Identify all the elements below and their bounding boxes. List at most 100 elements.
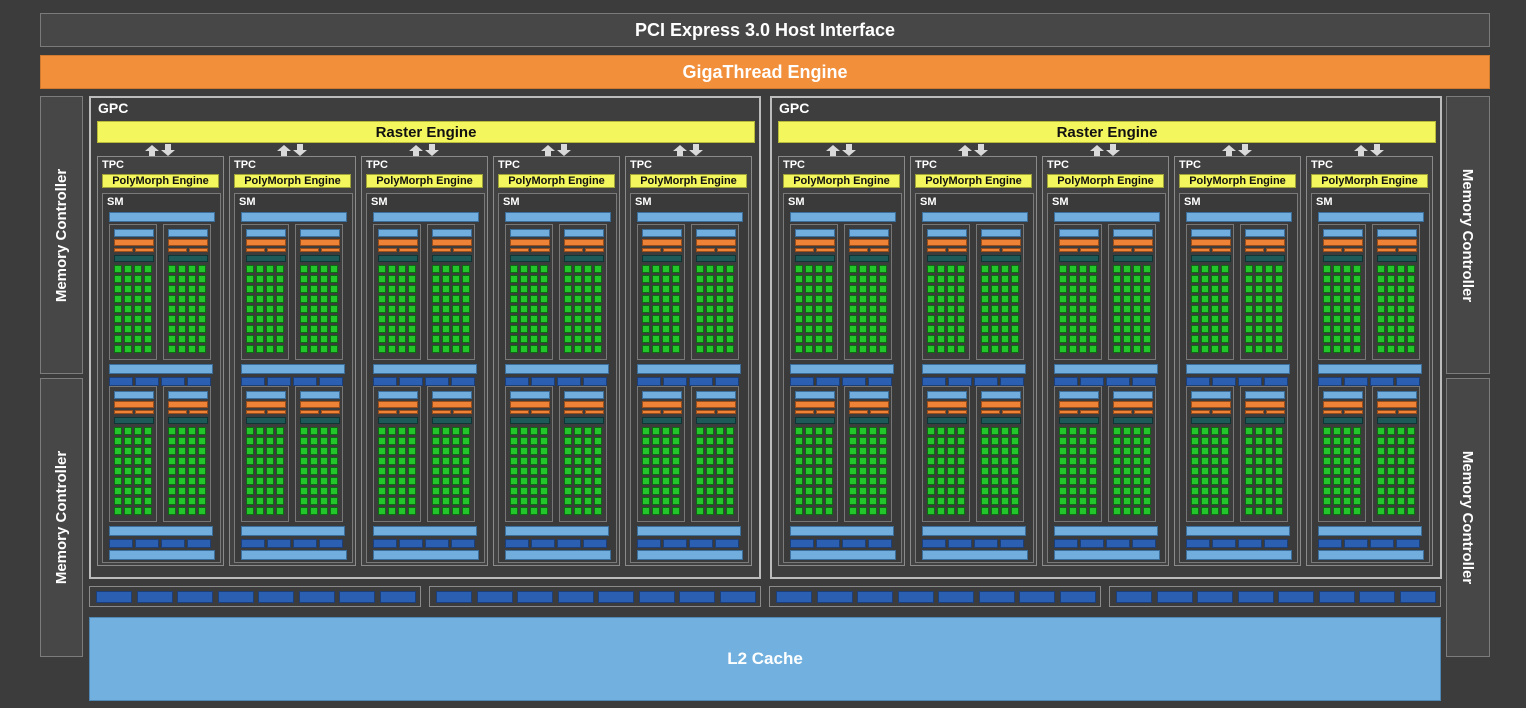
cuda-core [1407, 437, 1415, 445]
cuda-core [1255, 427, 1263, 435]
arrow-down-icon [974, 144, 988, 156]
cuda-core [432, 305, 440, 313]
cuda-core [124, 467, 132, 475]
cuda-core [1133, 507, 1141, 515]
cuda-core [642, 345, 650, 353]
cuda-core [1245, 497, 1253, 505]
cuda-core [178, 467, 186, 475]
cuda-core [981, 457, 989, 465]
cuda-core [530, 447, 538, 455]
cuda-core [246, 305, 254, 313]
cuda-core [706, 427, 714, 435]
special-function-unit [425, 539, 449, 548]
dispatch-unit-bar [1323, 410, 1342, 414]
cuda-core [1059, 477, 1067, 485]
cuda-core [991, 285, 999, 293]
cuda-core [198, 325, 206, 333]
cuda-core [981, 285, 989, 293]
cuda-core [594, 467, 602, 475]
warp-scheduler-bar [1113, 401, 1153, 408]
cuda-core [540, 437, 548, 445]
rop-unit [776, 591, 812, 603]
polymorph-engine: PolyMorph Engine [630, 174, 747, 188]
dispatch-unit-bar [1191, 248, 1210, 252]
cuda-core [795, 507, 803, 515]
cuda-core [991, 477, 999, 485]
cuda-core [1113, 427, 1121, 435]
cuda-core [849, 497, 857, 505]
cuda-core [672, 335, 680, 343]
cuda-core [246, 345, 254, 353]
cuda-core [1333, 275, 1341, 283]
cuda-core [1323, 265, 1331, 273]
special-function-unit [689, 377, 713, 386]
special-function-unit [109, 377, 133, 386]
cuda-core [266, 315, 274, 323]
cuda-core [1265, 487, 1273, 495]
cuda-core [330, 497, 338, 505]
cuda-core [1089, 457, 1097, 465]
cuda-core [246, 295, 254, 303]
cuda-core [520, 295, 528, 303]
instruction-cache-bar [927, 391, 967, 399]
cuda-core [1265, 427, 1273, 435]
cuda-core [266, 335, 274, 343]
compute-block-bottom [503, 386, 613, 562]
cuda-core [452, 437, 460, 445]
special-function-unit [1264, 539, 1288, 548]
cuda-core [869, 295, 877, 303]
instruction-cache-bar [1059, 391, 1099, 399]
cuda-core [510, 507, 518, 515]
cuda-core [1265, 325, 1273, 333]
register-file-bar [1059, 255, 1099, 262]
cuda-core [1353, 437, 1361, 445]
cuda-core [330, 345, 338, 353]
cuda-core [805, 467, 813, 475]
compute-block-top [503, 224, 613, 390]
cuda-core [574, 497, 582, 505]
cuda-core [564, 437, 572, 445]
cuda-core [696, 285, 704, 293]
cuda-core [256, 325, 264, 333]
cuda-core [114, 507, 122, 515]
cuda-core [584, 437, 592, 445]
sm-processing-block [844, 386, 892, 522]
cuda-core [1089, 507, 1097, 515]
cuda-core [642, 265, 650, 273]
cuda-core [320, 477, 328, 485]
cuda-core [530, 315, 538, 323]
cuda-core [462, 467, 470, 475]
dispatch-unit-bar [246, 410, 265, 414]
cuda-core [957, 437, 965, 445]
cuda-core [594, 487, 602, 495]
cuda-core [947, 295, 955, 303]
cuda-core [530, 487, 538, 495]
cuda-core [520, 507, 528, 515]
cuda-core [310, 335, 318, 343]
cuda-core [246, 467, 254, 475]
cuda-core [520, 345, 528, 353]
cuda-core [134, 447, 142, 455]
cuda-core [198, 497, 206, 505]
cuda-core [879, 437, 887, 445]
cuda-core [1211, 345, 1219, 353]
cuda-core [879, 457, 887, 465]
sm-instruction-cache [505, 212, 611, 222]
cuda-core [1275, 507, 1283, 515]
cuda-core [1407, 325, 1415, 333]
cuda-core [726, 477, 734, 485]
cuda-core [1377, 325, 1385, 333]
special-function-unit [1212, 377, 1236, 386]
cuda-core [300, 437, 308, 445]
cuda-core [849, 305, 857, 313]
cuda-core [530, 265, 538, 273]
cuda-core [188, 295, 196, 303]
cuda-core [1069, 487, 1077, 495]
cuda-core [462, 507, 470, 515]
cuda-core [168, 437, 176, 445]
cuda-core [1079, 345, 1087, 353]
rop-unit [1059, 591, 1096, 603]
sm-texture-bar [241, 550, 347, 560]
cuda-core [388, 345, 396, 353]
cuda-core [510, 467, 518, 475]
